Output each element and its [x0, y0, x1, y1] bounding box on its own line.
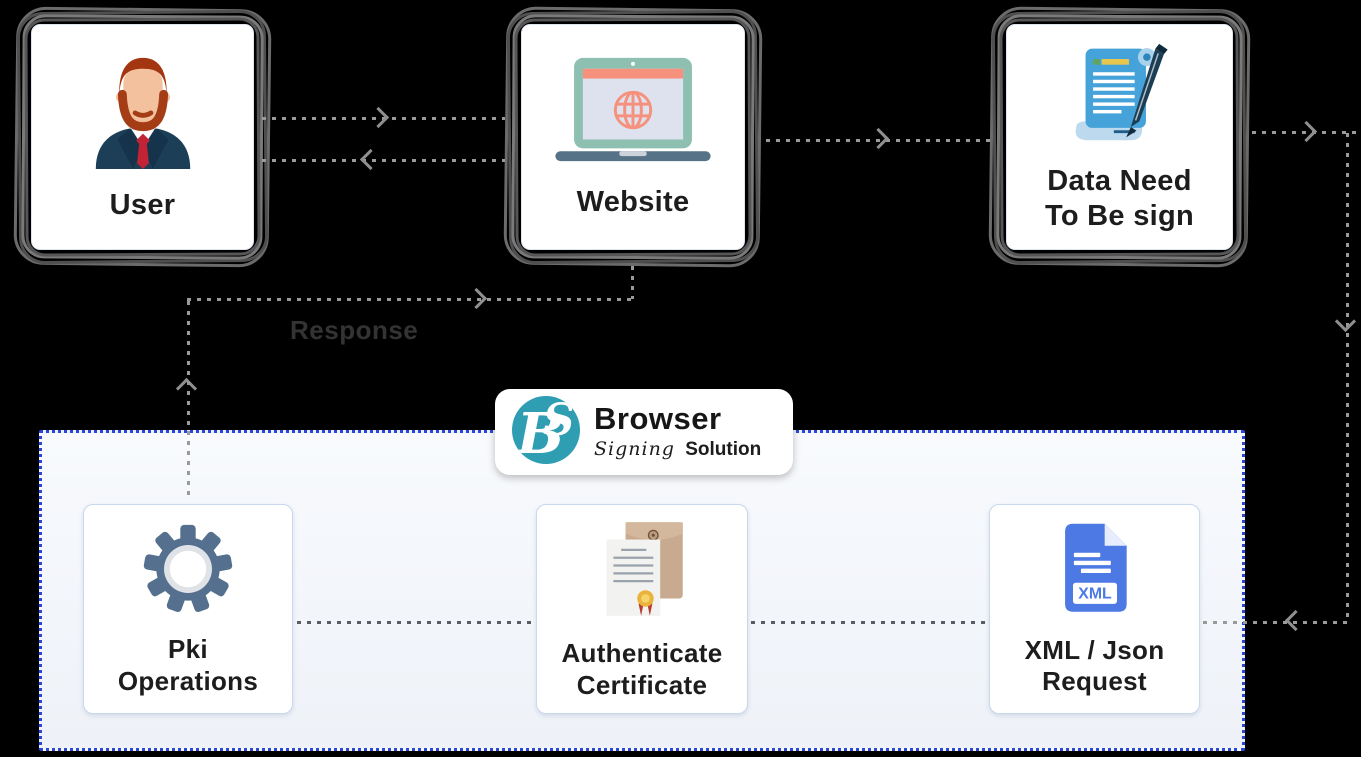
certificate-envelope-icon [594, 517, 690, 626]
label-line-1: Data Need [1047, 164, 1192, 197]
arrowhead-right-icon [867, 127, 890, 150]
node-website: Website [503, 6, 763, 268]
logo-letter-s: S [543, 395, 575, 446]
xml-file-icon: XML [1051, 521, 1139, 623]
laptop-globe-icon [549, 54, 717, 171]
badge-script-word: Signing [594, 437, 675, 460]
arrow-xml-to-authenticate [751, 621, 987, 624]
node-data-to-sign-label: Data Need To Be sign [1045, 164, 1194, 234]
arrowhead-left-icon [359, 148, 382, 171]
node-user-label: User [109, 189, 176, 222]
label-line-2: Request [1042, 666, 1147, 696]
bs-logo-icon: B S [511, 395, 581, 470]
arrow-response-seg1 [187, 301, 190, 497]
node-website-label: Website [576, 186, 690, 219]
arrow-data-to-xml-seg2 [1346, 133, 1349, 622]
badge-subtitle: Signing Solution [594, 438, 761, 461]
arrowhead-right-icon [367, 106, 390, 129]
node-xml-json-request: XML XML / Json Request [989, 504, 1200, 714]
label-line-1: XML / Json [1024, 634, 1165, 665]
node-authenticate-certificate: Authenticate Certificate [536, 504, 748, 714]
label-line-2: Certificate [576, 669, 708, 700]
arrow-response-seg2 [187, 298, 633, 301]
node-data-to-sign: Data Need To Be sign [988, 6, 1251, 268]
label-line-1: Pki [168, 634, 208, 665]
badge-bold-word: Solution [685, 438, 762, 460]
response-label: Response [290, 315, 419, 345]
browser-signing-solution-badge: B S Browser Signing Solution [495, 389, 793, 475]
arrowhead-down-icon [1334, 310, 1357, 333]
label-line-2: Operations [117, 665, 259, 696]
logo-letter-b: B [515, 401, 564, 465]
gear-icon [140, 521, 236, 622]
arrowhead-right-icon [465, 287, 488, 310]
label-line-1: Authenticate [561, 638, 723, 669]
node-pki-label: Pki Operations [118, 634, 258, 696]
node-pki-operations: Pki Operations [83, 504, 293, 714]
arrow-data-to-xml-seg1 [1252, 131, 1359, 134]
scroll-pen-icon [1061, 41, 1179, 150]
node-xml-label: XML / Json Request [1025, 635, 1165, 697]
xml-file-badge-text: XML [1078, 585, 1112, 602]
arrow-website-to-user [262, 159, 505, 162]
label-line-2: To Be sign [1044, 199, 1195, 232]
arrow-user-to-website [262, 117, 505, 120]
arrow-data-to-xml-seg3 [1203, 621, 1348, 624]
arrow-response-seg3 [631, 266, 634, 299]
arrowhead-right-icon [1295, 120, 1318, 143]
arrow-website-to-data [766, 139, 990, 142]
badge-title: Browser [594, 401, 722, 437]
node-authenticate-label: Authenticate Certificate [561, 638, 722, 700]
node-user: User [13, 6, 272, 268]
user-avatar-icon [84, 51, 202, 174]
arrow-authenticate-to-pki [297, 621, 534, 624]
